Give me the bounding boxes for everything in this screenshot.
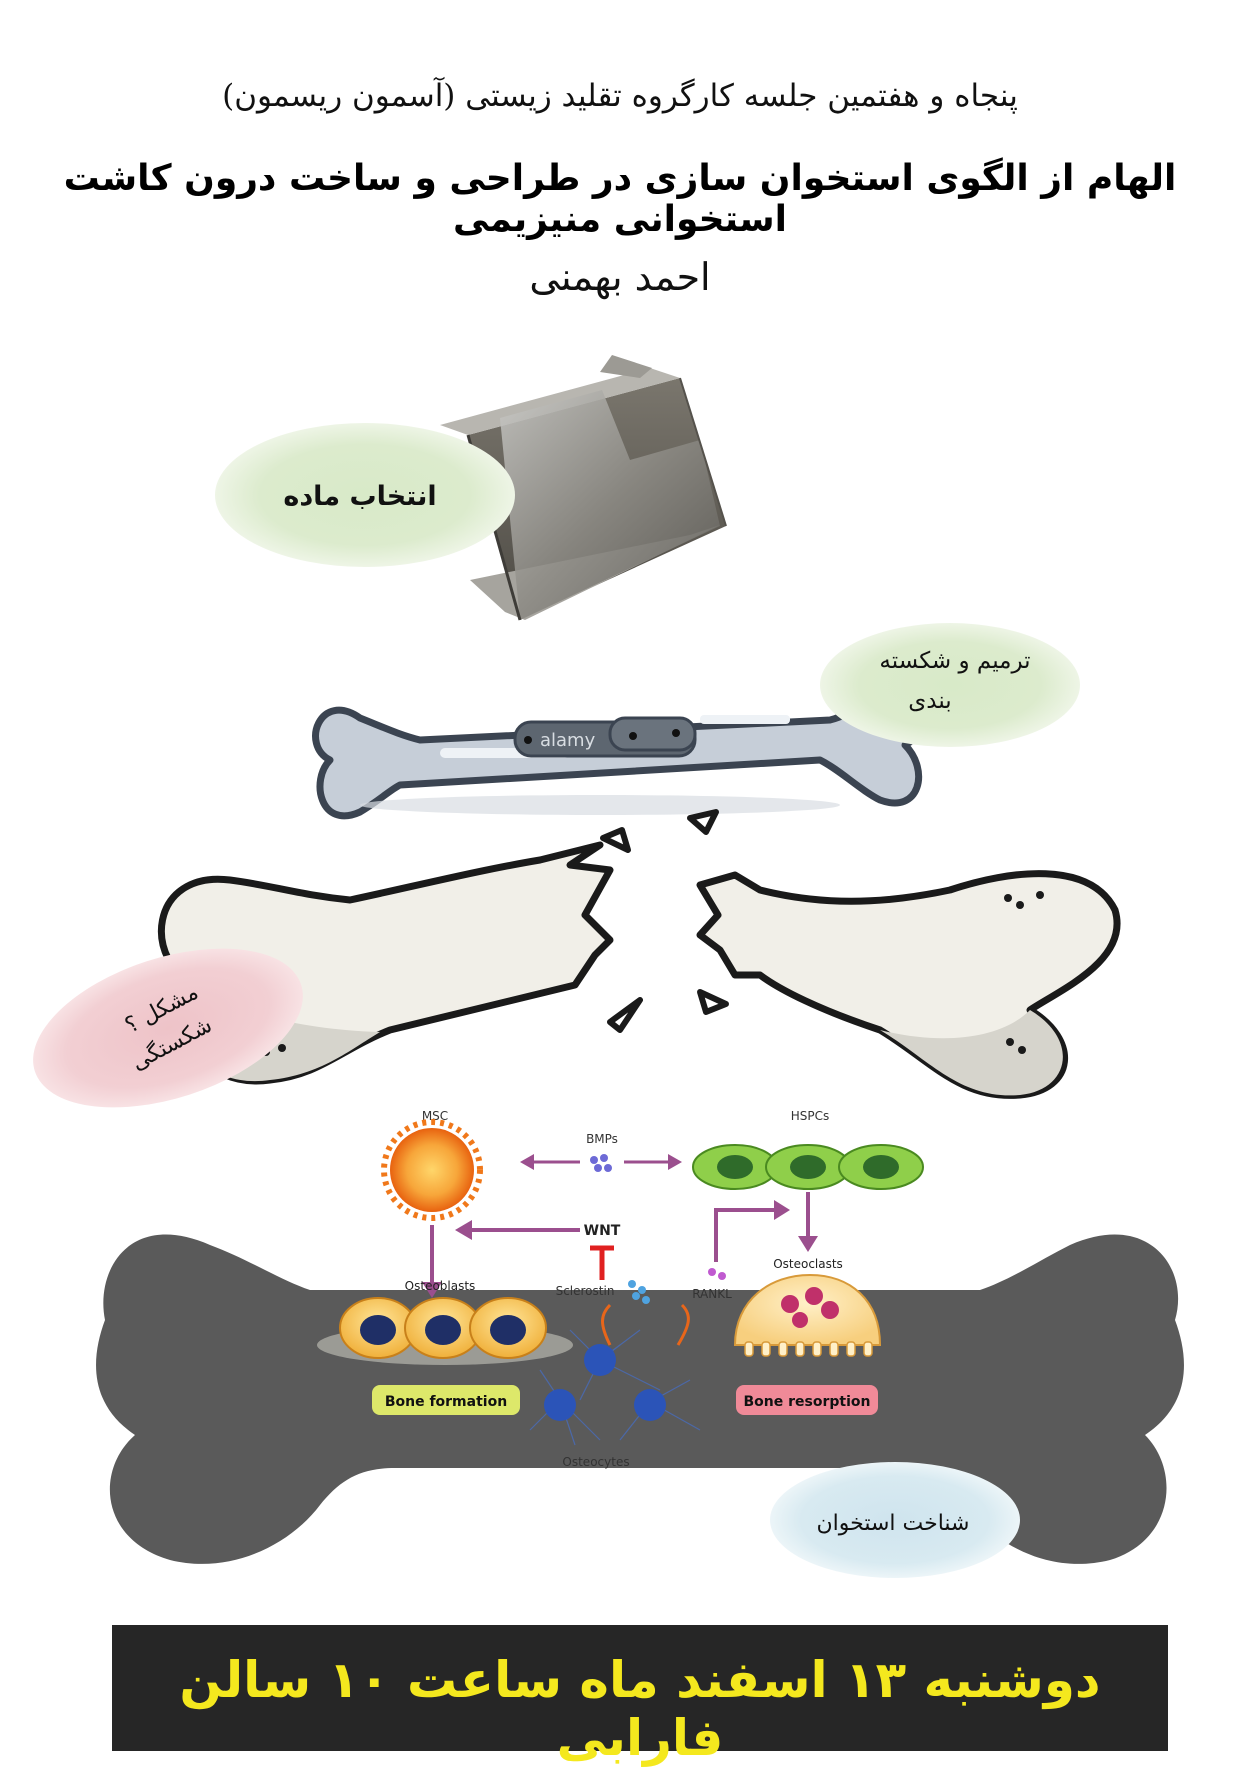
hspcs-cells-icon (692, 1144, 924, 1190)
page-title: الهام از الگوی استخوان سازی در طراحی و س… (63, 158, 1177, 240)
rankl-label: RANKL (692, 1287, 732, 1301)
osteoclast-cell-icon (733, 1273, 882, 1357)
bone-fragments (600, 809, 729, 1033)
msc-label: MSC (422, 1109, 448, 1123)
osteoblasts-label: Osteoblasts (405, 1279, 476, 1293)
material-label: انتخاب ماده (283, 481, 436, 512)
msc-cell-icon (381, 1119, 483, 1221)
author-name: احمد بهمنی (529, 255, 711, 299)
bmps-molecule-icon (590, 1154, 612, 1172)
rankl-arrowhead (774, 1200, 790, 1220)
repair-bubble (820, 623, 1080, 747)
watermark-text: alamy (540, 730, 596, 751)
session-subtitle: پنجاه و هفتمین جلسه کارگروه تقلید زیستی … (222, 78, 1018, 114)
broken-bone-right-image (696, 870, 1121, 1099)
osteoblast-cells-icon (339, 1297, 547, 1359)
hspcs-label: HSPCs (791, 1109, 830, 1123)
bmps-double-arrow (520, 1154, 682, 1170)
rankl-arrow (714, 1208, 775, 1262)
material-bubble (215, 423, 515, 567)
bone-formation-label: Bone formation (385, 1394, 507, 1410)
bone-resorption-label: Bone resorption (744, 1394, 871, 1410)
osteocyte-network-icon (529, 1329, 701, 1446)
wnt-label: WNT (584, 1223, 621, 1239)
osteocytes-label: Osteocytes (562, 1455, 629, 1469)
bone-formation-tag (372, 1385, 520, 1415)
sclerostin-label: Sclerostin (556, 1284, 615, 1298)
hspc-to-osteoclast-arrow (798, 1192, 818, 1252)
steel-beam-image (440, 355, 727, 621)
event-details: دوشنبه ۱۳ اسفند ماه ساعت ۱۰ سالن فارابی (179, 1651, 1101, 1767)
osteoclasts-label: Osteoclasts (773, 1257, 843, 1271)
wnt-arrow (455, 1220, 580, 1240)
sclerostin-inhibition-icon (590, 1245, 614, 1280)
bone-with-plate-image: alamy (312, 685, 927, 820)
msc-to-osteoblast-arrow (422, 1225, 442, 1298)
rankl-molecule-icon (708, 1268, 726, 1280)
repair-label-line2: بندی (908, 688, 951, 714)
bone-resorption-tag (736, 1385, 878, 1415)
sclerostin-molecule-icon (628, 1280, 650, 1304)
problem-bubble (33, 948, 303, 1108)
osteocyte-signal-arrows (601, 1303, 690, 1346)
repair-label-line1: ترمیم و شکسته (879, 648, 1030, 674)
event-banner: دوشنبه ۱۳ اسفند ماه ساعت ۱۰ سالن فارابی (112, 1625, 1168, 1767)
bmps-label: BMPs (586, 1132, 618, 1146)
structure-bubble (770, 1462, 1020, 1578)
structure-label: شناخت استخوان (817, 1511, 970, 1536)
